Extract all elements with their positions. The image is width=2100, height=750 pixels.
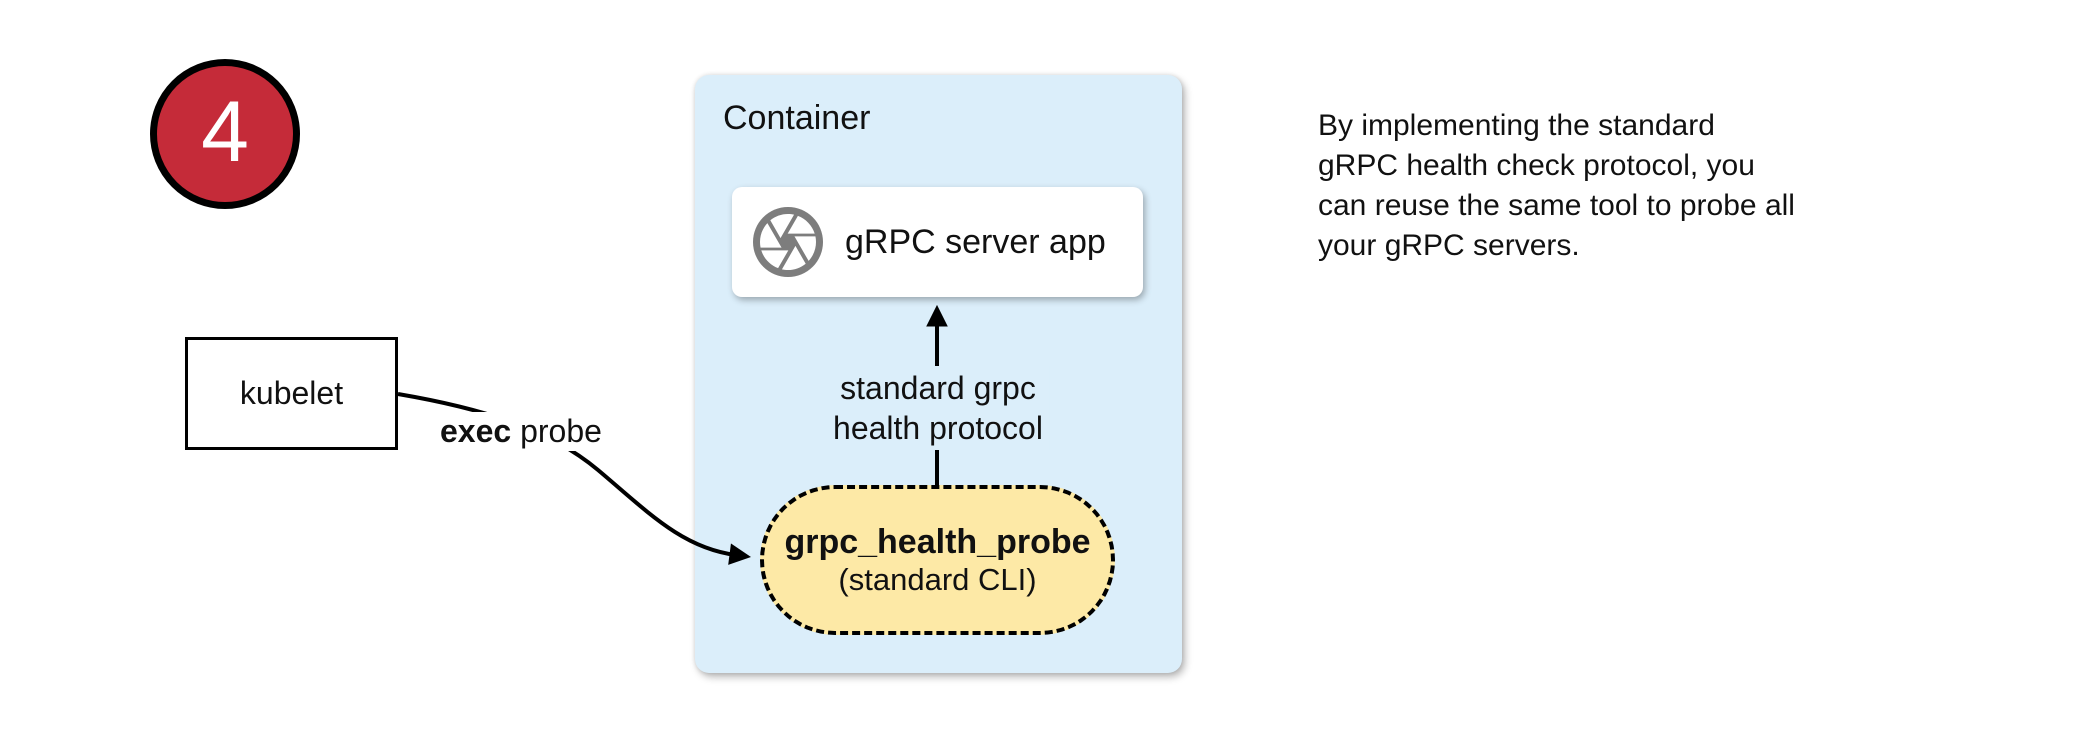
- note-text: By implementing the standard gRPC health…: [1318, 109, 1795, 262]
- aperture-icon: [753, 207, 823, 277]
- container-panel: Container gRPC server app grpc_health_pr…: [695, 75, 1182, 673]
- kubelet-label: kubelet: [239, 375, 344, 411]
- container-title: Container: [723, 99, 871, 137]
- step-badge: 4: [150, 59, 300, 209]
- exec-probe-label-rest: probe: [511, 413, 602, 449]
- step-number: 4: [201, 84, 249, 180]
- probe-pill-subtitle: (standard CLI): [838, 561, 1037, 597]
- kubelet-node: kubelet: [185, 337, 398, 450]
- grpc-server-node: gRPC server app: [732, 187, 1143, 297]
- exec-probe-label-bold: exec: [440, 413, 512, 449]
- probe-pill-node: grpc_health_probe (standard CLI): [760, 485, 1115, 635]
- grpc-server-label: gRPC server app: [845, 222, 1106, 261]
- probe-pill-title: grpc_health_probe: [784, 522, 1091, 561]
- exec-probe-label: exec probe: [434, 412, 608, 451]
- health-protocol-label: standard grpc health protocol: [827, 366, 1049, 450]
